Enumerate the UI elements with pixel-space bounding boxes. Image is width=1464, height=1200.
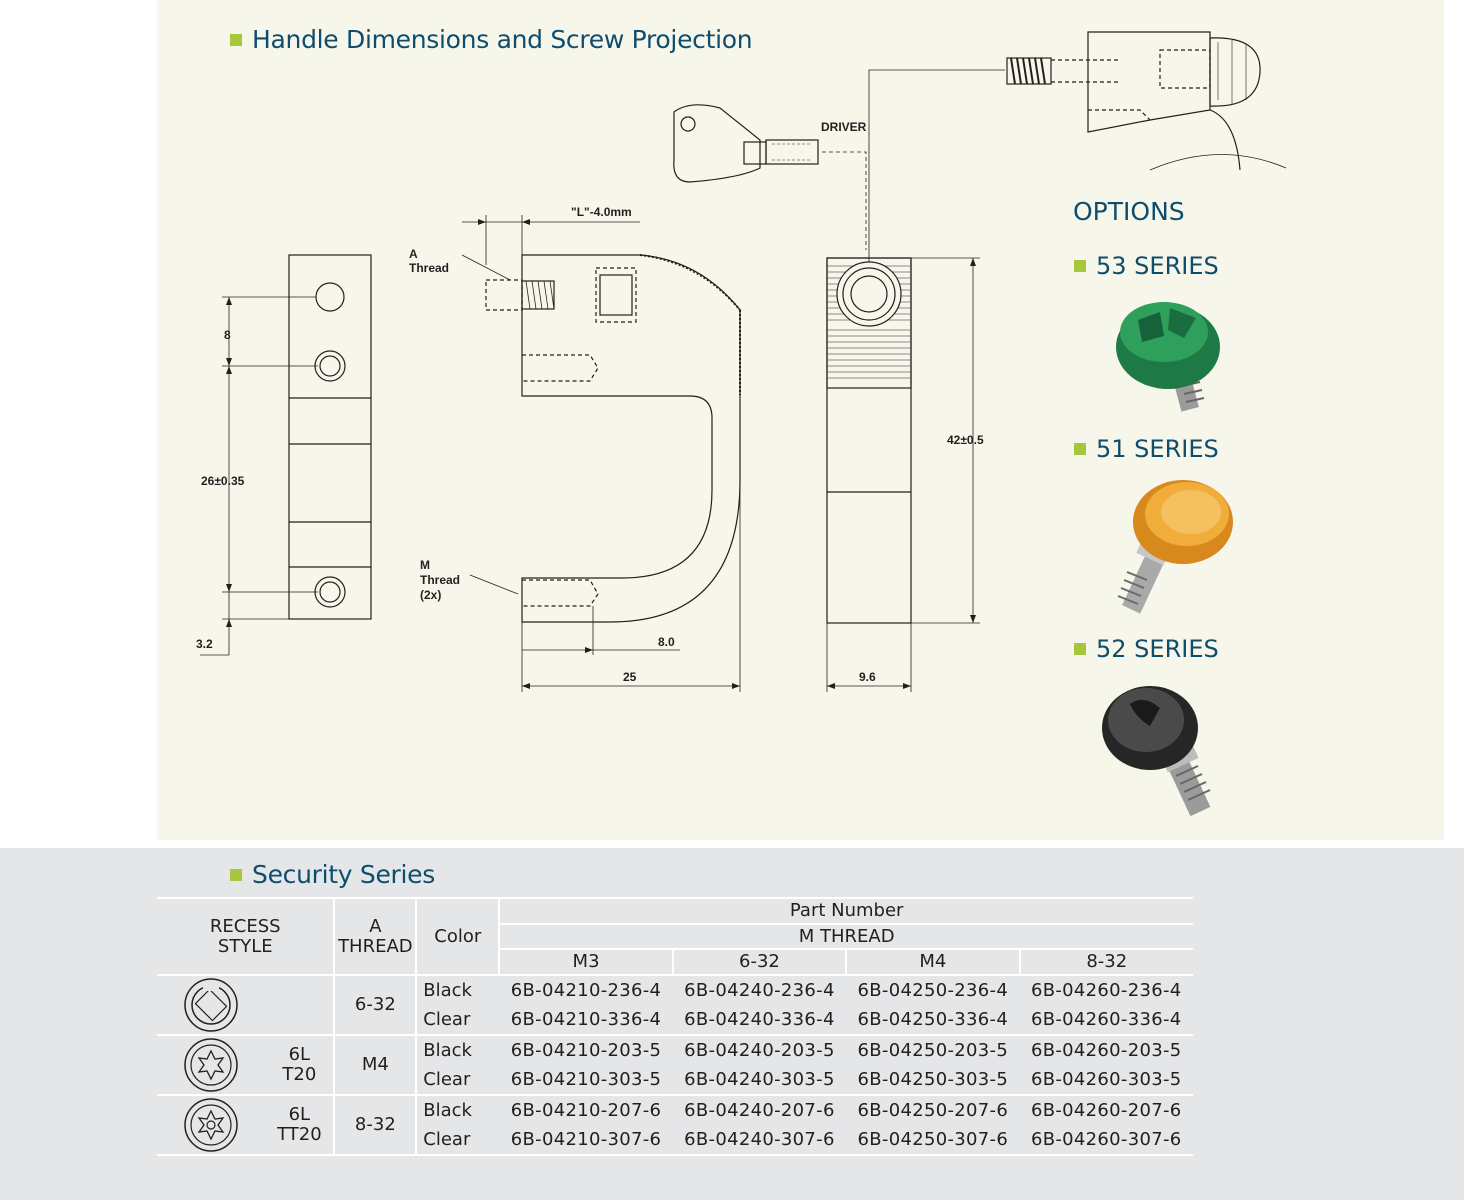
part-number-cell: 6B-04210-307-6 — [499, 1125, 673, 1156]
table-row: Clear 6B-04210-303-5 6B-04240-303-5 6B-0… — [157, 1065, 1193, 1095]
bullet-square-icon — [1074, 443, 1086, 455]
color-cell: Black — [415, 974, 500, 1005]
part-number-cell: 6B-04260-336-4 — [1030, 1008, 1182, 1030]
part-number-cell: 6B-04260-203-5 — [1019, 1034, 1193, 1065]
part-number-cell: 6B-04250-236-4 — [846, 974, 1020, 1005]
part-number-cell: 6B-04250-303-5 — [857, 1068, 1009, 1090]
part-number-cell: 6B-04210-303-5 — [510, 1068, 662, 1090]
part-number-cell: 6B-04260-307-6 — [1019, 1125, 1193, 1156]
recess-icon-cell — [157, 974, 266, 1035]
table-row: Clear 6B-04210-307-6 6B-04240-307-6 6B-0… — [157, 1125, 1193, 1156]
part-number-cell: 6B-04210-236-4 — [499, 974, 673, 1005]
part-number-cell: 6B-04250-336-4 — [857, 1008, 1009, 1030]
part-number-cell: 6B-04250-203-5 — [846, 1034, 1020, 1065]
handle-front-view — [461, 215, 741, 692]
part-number-cell: 6B-04260-207-6 — [1019, 1094, 1193, 1125]
m-col-header: M3 — [498, 948, 673, 975]
drawing-section-title: Handle Dimensions and Screw Projection — [230, 25, 753, 54]
l-minus-dimension: "L"-4.0mm — [571, 205, 632, 219]
part-number-header: Part Number — [498, 897, 1193, 924]
color-cell: Clear — [415, 1125, 500, 1156]
table-row: Clear 6B-04210-336-4 6B-04240-336-4 6B-0… — [157, 1005, 1193, 1035]
part-number-cell: 6B-04240-303-5 — [684, 1068, 835, 1090]
part-number-cell: 6B-04250-307-6 — [846, 1125, 1020, 1156]
handle-end-view — [822, 69, 1005, 692]
color-header: Color — [415, 897, 500, 975]
a-thread-label-1: A — [409, 247, 418, 261]
part-number-cell: 6B-04240-336-4 — [684, 1008, 835, 1030]
part-number-cell: 6B-04260-303-5 — [1030, 1068, 1182, 1090]
m-thread-label-3: (2x) — [420, 588, 441, 602]
a-thread-cell: 6-32 — [333, 974, 417, 1035]
recess-icon-cell — [157, 1094, 266, 1156]
m-thread-label-1: M — [420, 558, 430, 572]
dimension-42: 42±0.5 — [947, 433, 984, 447]
m-thread-header: M THREAD — [498, 923, 1193, 949]
options-title: OPTIONS — [1073, 197, 1185, 226]
black-knob-screw-icon — [1102, 686, 1211, 817]
part-number-cell: 6B-04260-236-4 — [1019, 974, 1193, 1005]
m-col-header: 6-32 — [671, 948, 847, 975]
bullet-square-icon — [1074, 643, 1086, 655]
color-cell: Clear — [415, 1065, 500, 1095]
part-number-cell: 6B-04240-236-4 — [672, 974, 847, 1005]
part-number-cell: 6B-04240-203-5 — [672, 1034, 847, 1065]
series-53-label: 53 SERIES — [1074, 252, 1219, 280]
dimension-25: 25 — [623, 670, 637, 684]
a-thread-label-2: Thread — [409, 261, 449, 275]
bullet-square-icon — [230, 34, 242, 46]
pin-in-hex-recess-icon — [184, 978, 238, 1032]
orange-knob-screw-icon — [1117, 480, 1233, 614]
color-cell: Black — [415, 1094, 500, 1125]
part-number-cell: 6B-04210-336-4 — [510, 1008, 662, 1030]
tamper-torx-recess-icon — [184, 1098, 238, 1152]
a-thread-cell: M4 — [333, 1034, 417, 1095]
dimension-8: 8 — [224, 328, 231, 342]
bullet-square-icon — [1074, 260, 1086, 272]
m-col-header: 8-32 — [1018, 948, 1193, 975]
dimension-8-0: 8.0 — [658, 635, 675, 649]
dimension-3-2: 3.2 — [196, 637, 213, 651]
technical-drawing: DRIVER "L"-4.0mm A Thread M Thread (2x) … — [196, 31, 1287, 692]
part-number-cell: 6B-04210-203-5 — [499, 1034, 673, 1065]
table-row: 6-32 Black 6B-04210-236-4 6B-04240-236-4… — [157, 974, 1193, 1035]
part-number-cell: 6B-04210-207-6 — [499, 1094, 673, 1125]
series-51-label: 51 SERIES — [1074, 435, 1219, 463]
security-section-title: Security Series — [230, 860, 435, 889]
m-thread-label-2: Thread — [420, 573, 460, 587]
torx-recess-icon — [184, 1038, 238, 1092]
driver-label: DRIVER — [821, 120, 867, 134]
bullet-square-icon — [230, 869, 242, 881]
color-cell: Black — [415, 1034, 500, 1065]
part-number-cell: 6B-04250-207-6 — [846, 1094, 1020, 1125]
part-number-cell: 6B-04240-207-6 — [672, 1094, 847, 1125]
dimension-9-6: 9.6 — [859, 670, 876, 684]
dimension-26: 26±0.35 — [201, 474, 245, 488]
driver-key-illustration — [673, 104, 819, 183]
handle-side-view — [200, 254, 372, 656]
screw-projection-illustration — [1006, 31, 1287, 171]
series-52-label: 52 SERIES — [1074, 635, 1219, 663]
part-number-cell: 6B-04240-307-6 — [672, 1125, 847, 1156]
color-cell: Clear — [415, 1005, 500, 1035]
a-thread-cell: 8-32 — [333, 1094, 417, 1156]
m-col-header: M4 — [845, 948, 1020, 975]
green-knob-screw-icon — [1116, 302, 1220, 412]
recess-label-cell — [265, 974, 335, 1035]
recess-icon-cell — [157, 1034, 266, 1095]
